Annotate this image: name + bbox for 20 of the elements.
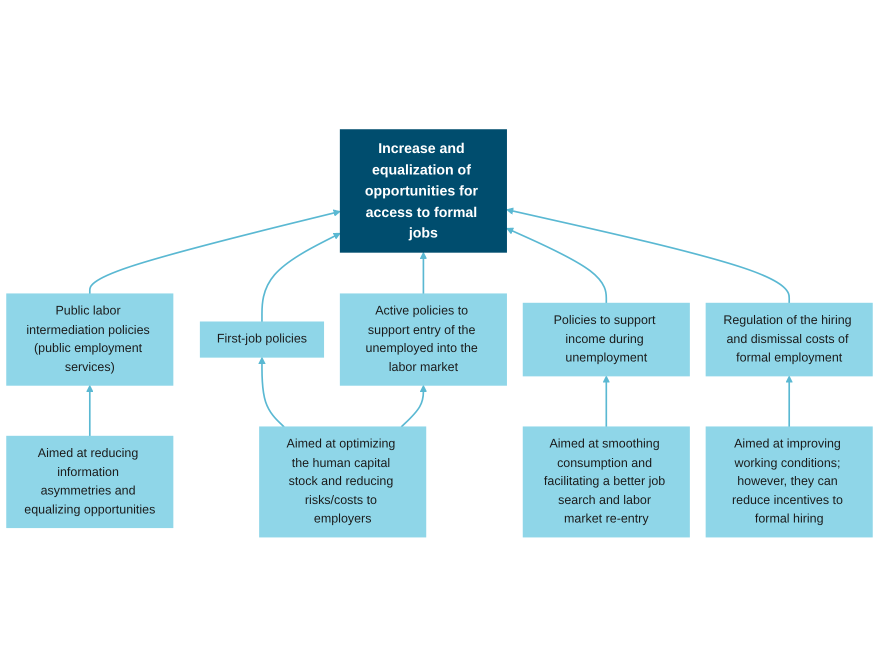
node-box: Aimed at optimizing the human capital stock and reducing risks/costs to employers	[259, 426, 426, 538]
arrow	[88, 210, 341, 294]
node-box: Aimed at smoothing consumption and facilitating a better job search and labor market re-entry	[522, 426, 690, 538]
node-box: Increase and equalization of opportunities for access to formal jobs	[340, 129, 507, 253]
arrow	[261, 233, 341, 322]
node-box: Aimed at reducing information asymmetries and equalizing opportunities	[6, 436, 174, 528]
node-box: Policies to support income during unemployment	[522, 302, 690, 377]
arrow	[420, 252, 428, 294]
node-box: Aimed at improving working conditions; however, they can reduce incentives to formal hiring	[706, 426, 873, 538]
node-box: Public labor intermediation policies (public employment services)	[6, 294, 174, 386]
arrow	[506, 228, 608, 304]
arrow	[602, 376, 610, 428]
arrow	[786, 376, 793, 428]
arrow	[86, 385, 94, 436]
arrow	[506, 208, 790, 304]
node-box: First-job policies	[200, 322, 324, 358]
arrow	[400, 385, 428, 428]
arrow	[258, 357, 285, 428]
node-box: Regulation of the hiring and dismissal costs of formal employment	[706, 302, 873, 377]
node-box: Active policies to support entry of the unemployed into the labor market	[340, 294, 507, 386]
